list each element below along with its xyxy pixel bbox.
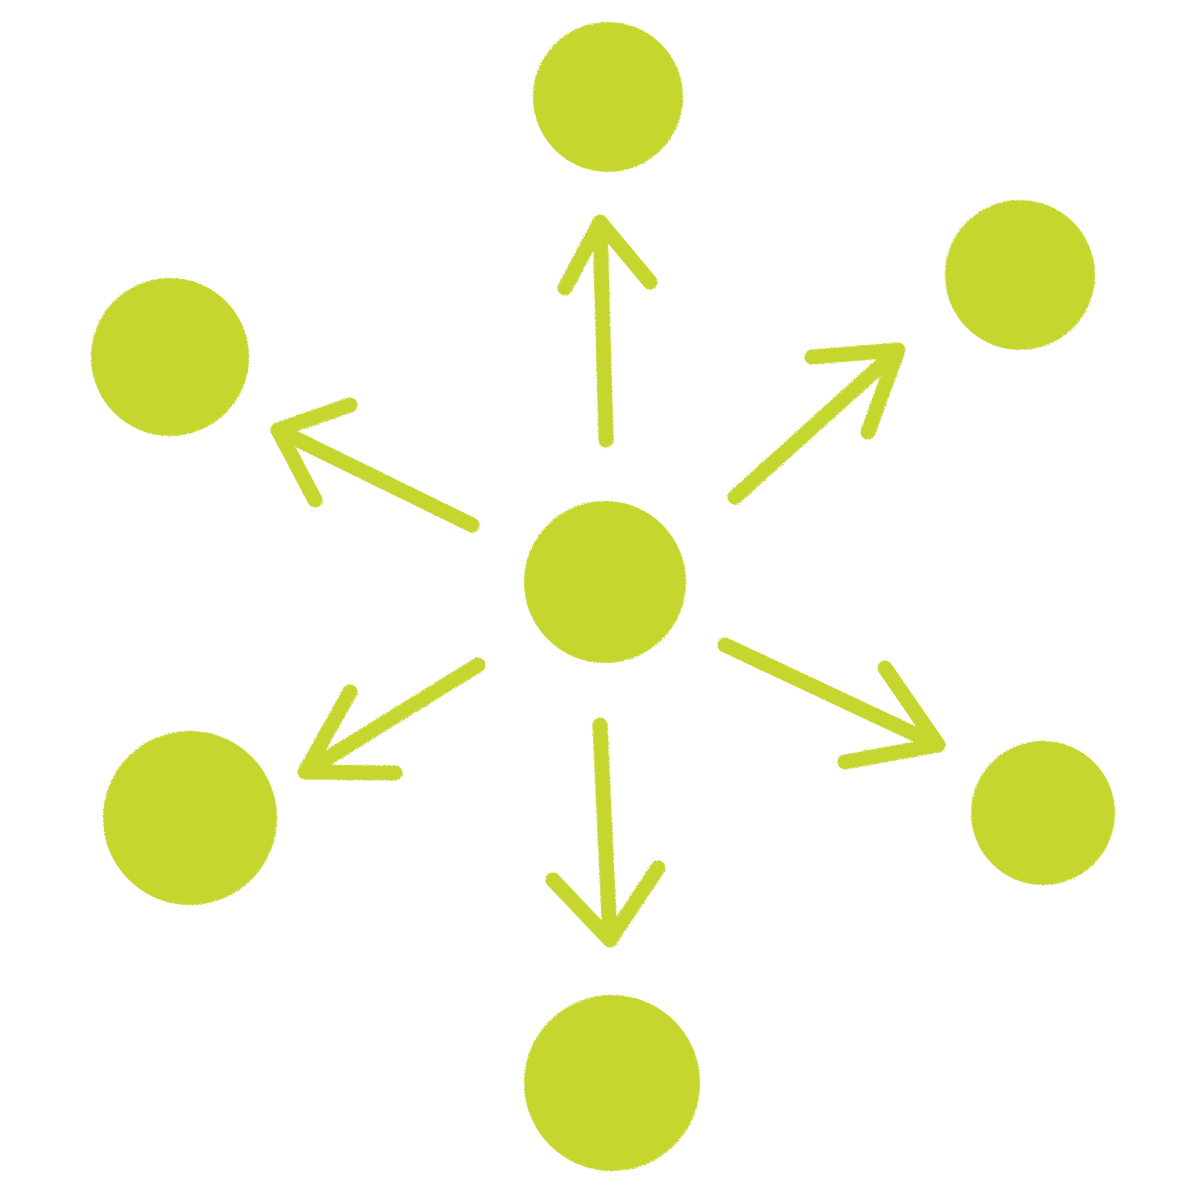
- node-top-left: [91, 278, 249, 436]
- node-bottom: [524, 995, 700, 1171]
- arrow-center-to-bottom: [545, 717, 666, 948]
- node-top-right: [945, 200, 1095, 350]
- arrow-center-to-bottom-right: [717, 637, 946, 770]
- arrow-center-to-bottom-left: [297, 657, 486, 781]
- node-top: [533, 22, 683, 172]
- arrow-center-to-top-right: [727, 342, 906, 505]
- node-bottom-right: [971, 741, 1115, 885]
- arrow-center-to-top-left: [270, 397, 480, 533]
- node-center: [524, 501, 686, 663]
- arrow-center-to-top: [557, 214, 658, 448]
- node-bottom-left: [103, 731, 277, 905]
